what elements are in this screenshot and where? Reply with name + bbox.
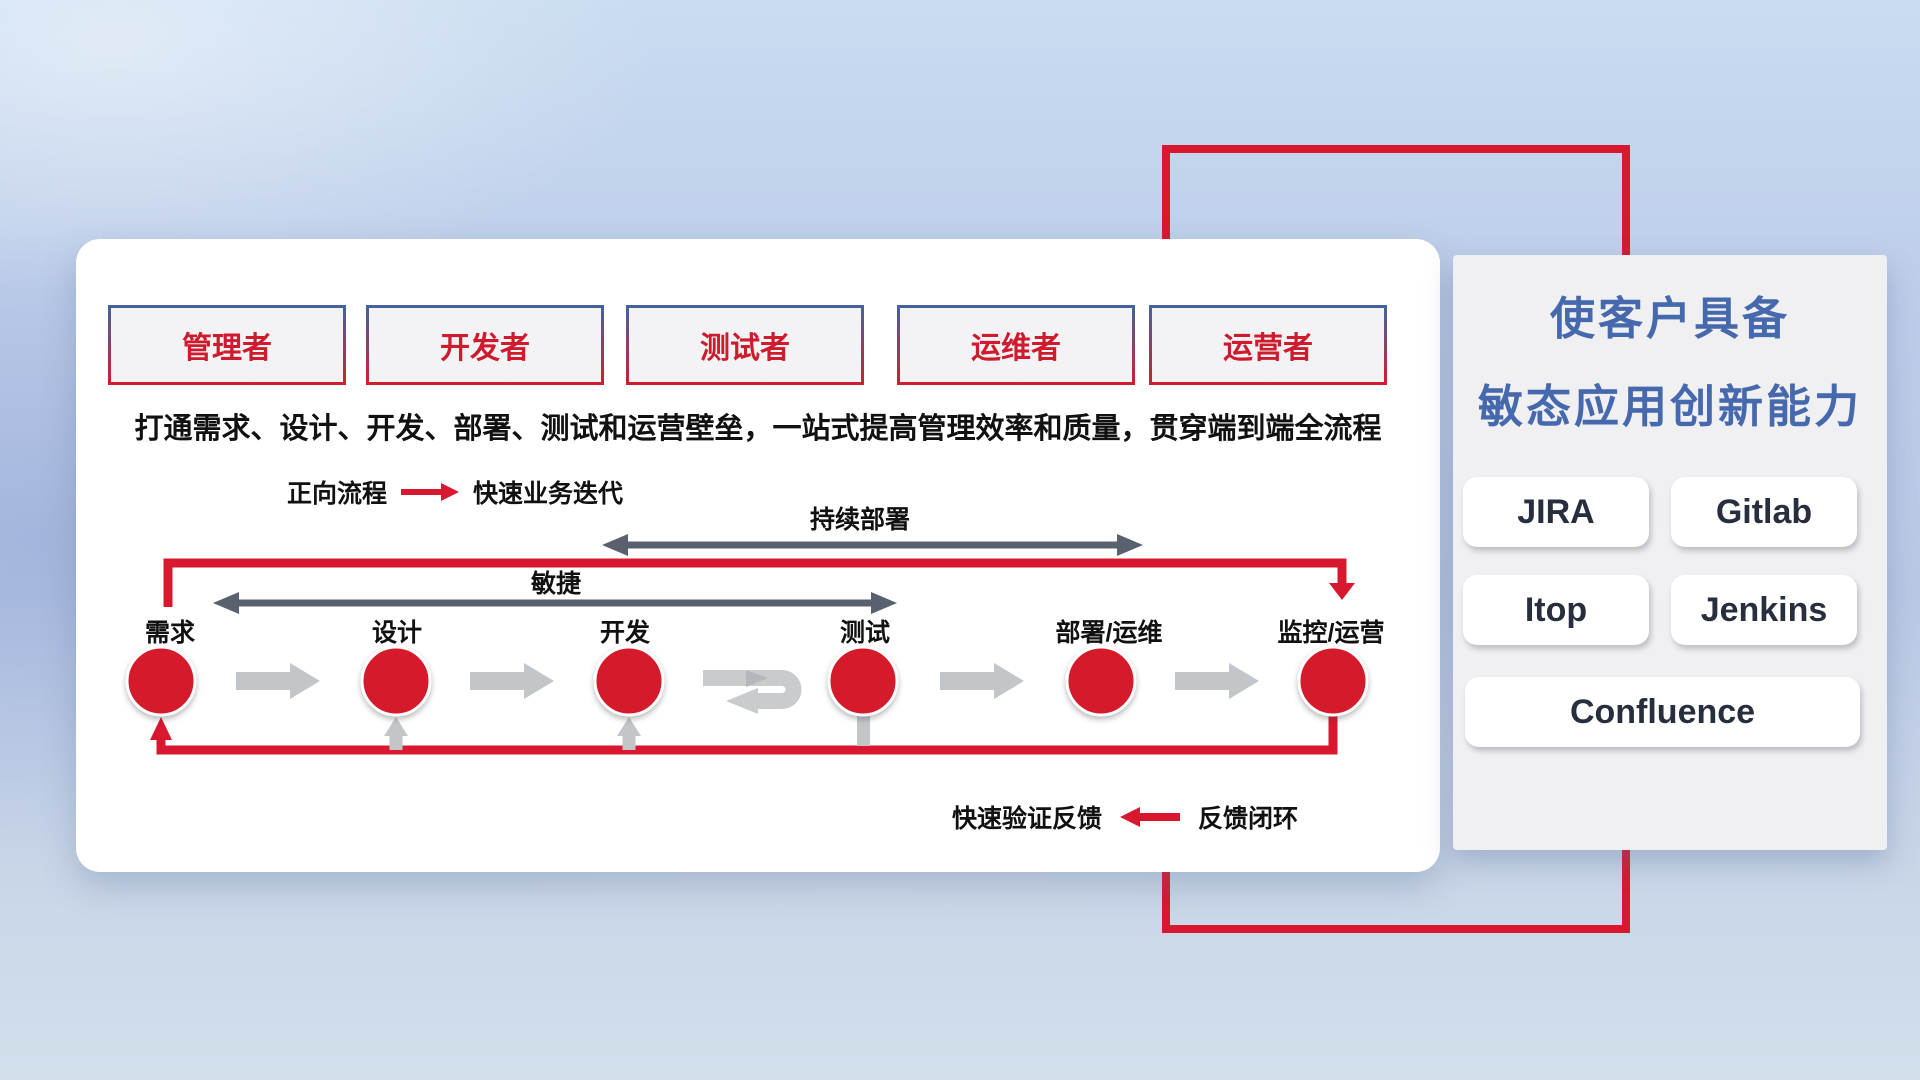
role-label: 运维者 — [971, 332, 1061, 365]
stage-label-design: 设计 — [372, 619, 422, 647]
flow-diagram: 持续部署 敏捷 — [125, 505, 1385, 755]
tool-button-gitlab: Gitlab — [1671, 477, 1857, 547]
tool-button-jenkins: Jenkins — [1671, 575, 1857, 645]
role-label: 测试者 — [700, 332, 790, 365]
tool-label: Confluence — [1569, 692, 1756, 731]
legend-forward-result: 快速业务迭代 — [473, 480, 624, 508]
tool-label: JIRA — [1517, 492, 1595, 531]
stage-label-monitor-operate: 监控/运营 — [1278, 619, 1385, 647]
capability-panel: 使客户具备 敏态应用创新能力 JIRA Gitlab Itop Jenkins … — [1453, 255, 1887, 850]
role-box-operator: 运营者 — [1149, 305, 1387, 385]
tool-label: Itop — [1524, 590, 1588, 629]
feedback-arrow-icon — [1120, 807, 1181, 827]
panel-title-line2: 敏态应用创新能力 — [1477, 381, 1862, 432]
role-box-manager: 管理者 — [108, 305, 346, 385]
tool-button-itop: Itop — [1463, 575, 1649, 645]
stage-label-develop: 开发 — [600, 618, 650, 647]
tool-label: Gitlab — [1715, 492, 1813, 531]
stage-label-deploy-ops: 部署/运维 — [1056, 618, 1163, 647]
tool-button-confluence: Confluence — [1465, 677, 1860, 747]
role-label: 管理者 — [182, 332, 272, 365]
label-continuous-deploy: 持续部署 — [810, 505, 910, 534]
panel-title-line1: 使客户具备 — [1549, 293, 1790, 344]
legend-forward-label: 正向流程 — [287, 480, 388, 508]
legend-forward: 正向流程 快速业务迭代 — [287, 476, 623, 508]
role-label: 运营者 — [1223, 332, 1313, 365]
headline: 打通需求、设计、开发、部署、测试和运营壁垒，一站式提高管理效率和质量，贯穿端到端… — [134, 413, 1382, 445]
label-agile: 敏捷 — [530, 569, 581, 598]
role-label: 开发者 — [440, 332, 530, 365]
workflow-card: 管理者 开发者 测试者 运维者 运营者 打通需求、设计、开发、部署、测试和运营壁… — [76, 239, 1440, 872]
legend-feedback-name: 反馈闭环 — [1198, 805, 1299, 833]
role-box-developer: 开发者 — [366, 305, 604, 385]
role-box-ops: 运维者 — [897, 305, 1135, 385]
tool-label: Jenkins — [1700, 590, 1828, 629]
role-box-tester: 测试者 — [626, 305, 864, 385]
stage-circles — [125, 645, 1369, 717]
legend-feedback: 快速验证反馈 反馈闭环 — [952, 801, 1298, 833]
stage-label-test: 测试 — [840, 619, 890, 647]
legend-feedback-label: 快速验证反馈 — [952, 805, 1103, 833]
stage-label-requirement: 需求 — [145, 619, 195, 647]
tool-button-jira: JIRA — [1463, 477, 1649, 547]
forward-arrow-icon — [401, 483, 460, 501]
